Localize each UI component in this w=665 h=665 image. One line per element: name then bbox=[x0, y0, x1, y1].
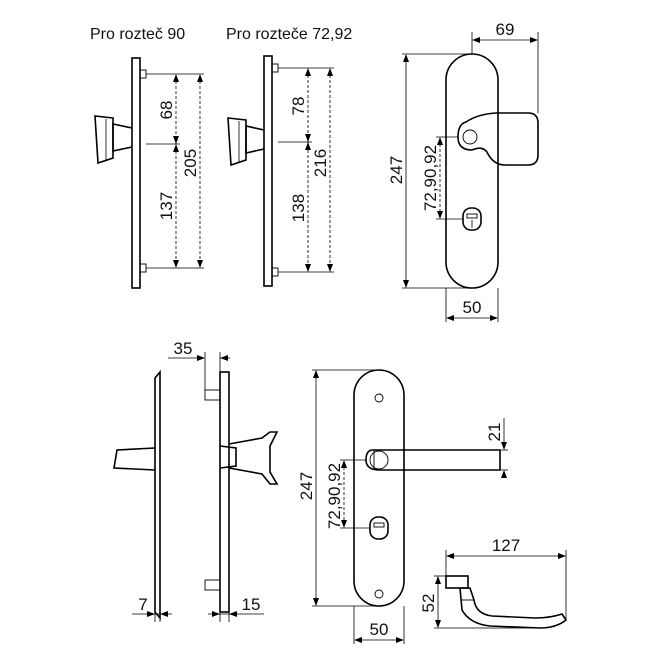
handle-curve bbox=[459, 587, 568, 629]
dim-handle-length-127: 127 bbox=[492, 536, 520, 555]
screw-boss-bottom bbox=[271, 267, 279, 277]
front-view-lever: 21 247 72,90,92 50 bbox=[297, 369, 508, 644]
knob-front bbox=[457, 112, 539, 166]
thin-plate bbox=[154, 369, 161, 621]
dim-thickness-15: 15 bbox=[242, 595, 261, 614]
dim-height-247: 247 bbox=[387, 156, 406, 184]
side-view-spacing-72-92: 78 138 216 bbox=[227, 55, 334, 287]
plate bbox=[131, 57, 141, 289]
dim-lever-thickness-21: 21 bbox=[485, 423, 504, 442]
knob-neck bbox=[245, 125, 265, 154]
heading-spacing-72-92: Pro rozteče 72,92 bbox=[226, 26, 352, 43]
dim-lower-138: 138 bbox=[289, 194, 308, 222]
dim-width-50: 50 bbox=[463, 298, 482, 317]
knob-neck bbox=[112, 123, 133, 152]
screw-boss-top bbox=[271, 63, 279, 73]
dim-knob-width-69: 69 bbox=[496, 20, 515, 39]
screw-boss-bottom bbox=[139, 263, 147, 273]
side-view-lever-set: 35 7 15 bbox=[113, 339, 279, 622]
dim-height-247: 247 bbox=[297, 472, 316, 500]
plate bbox=[219, 371, 230, 613]
dim-thickness-7: 7 bbox=[138, 595, 147, 614]
dim-handle-height-52: 52 bbox=[419, 594, 438, 613]
square-spindle-stub bbox=[113, 447, 156, 471]
key-cylinder bbox=[369, 516, 389, 540]
dim-rose-35: 35 bbox=[174, 339, 193, 358]
handle-base bbox=[445, 575, 469, 589]
screw-hole-top bbox=[374, 393, 384, 403]
lever-handle bbox=[365, 449, 501, 471]
dim-spacing-72-90-92: 72,90,92 bbox=[325, 463, 344, 529]
side-view-spacing-90: 68 137 205 bbox=[94, 57, 204, 289]
dim-spacing-72-90-92: 72,90,92 bbox=[421, 145, 440, 211]
front-view-knob: 69 247 72,90,92 50 bbox=[387, 20, 539, 322]
lever-handle-top-view: 127 52 bbox=[419, 536, 568, 629]
dim-total-216: 216 bbox=[311, 149, 330, 177]
dim-upper-78: 78 bbox=[289, 97, 308, 116]
dim-lower-137: 137 bbox=[157, 192, 176, 220]
heading-spacing-90: Pro rozteč 90 bbox=[90, 26, 185, 43]
dim-upper-68: 68 bbox=[157, 101, 176, 120]
screw-boss-top bbox=[139, 69, 147, 79]
screw-boss-bottom bbox=[204, 579, 221, 591]
knob bbox=[227, 117, 247, 167]
escutcheon-plate bbox=[445, 53, 499, 289]
dim-width-50: 50 bbox=[370, 620, 389, 639]
lever-rose-profile bbox=[228, 431, 279, 485]
screw-hole-bottom bbox=[374, 589, 384, 599]
escutcheon-plate bbox=[353, 369, 405, 607]
knob bbox=[94, 115, 114, 165]
plate bbox=[263, 55, 273, 287]
screw-boss-top bbox=[204, 389, 221, 401]
dim-total-205: 205 bbox=[181, 149, 200, 177]
